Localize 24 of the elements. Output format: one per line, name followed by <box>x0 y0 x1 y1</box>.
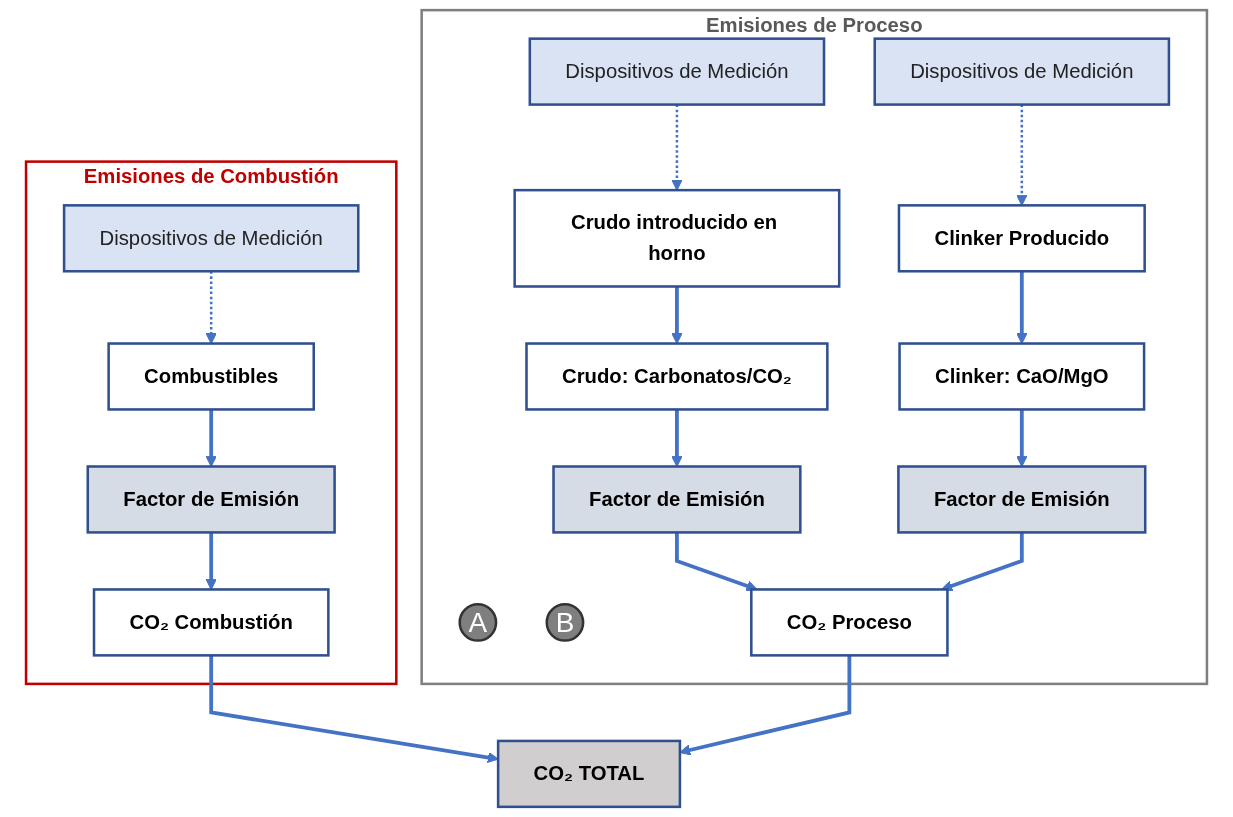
node-box: Dispositivos de Medición <box>873 37 1171 106</box>
node-circle: A <box>458 602 498 642</box>
arrow <box>941 532 1024 592</box>
arrow <box>209 655 499 763</box>
arrow <box>205 532 217 590</box>
arrow <box>679 655 852 756</box>
arrow <box>671 409 683 467</box>
node-box: Factor de Emisión <box>86 465 336 534</box>
node-box: Dispositivos de Medición <box>62 204 360 273</box>
node-box: Factor de Emisión <box>897 465 1147 534</box>
arrow <box>205 409 217 467</box>
arrow <box>675 532 758 592</box>
node-box: Dispositivos de Medición <box>528 37 826 106</box>
node-box: Factor de Emisión <box>552 465 802 534</box>
node-box: CO₂ Combustión <box>92 588 330 657</box>
node-box: Clinker: CaO/MgO <box>898 342 1146 411</box>
node-box: Crudo introducido en horno <box>513 188 841 288</box>
arrow <box>1016 409 1028 467</box>
node-box: CO₂ Proceso <box>750 588 949 657</box>
node-circle: B <box>545 602 585 642</box>
node-box: Clinker Producido <box>897 204 1146 273</box>
node-box: CO₂ TOTAL <box>496 739 682 809</box>
node-box: Combustibles <box>107 342 315 411</box>
node-box: Crudo: Carbonatos/CO₂ <box>525 342 829 411</box>
